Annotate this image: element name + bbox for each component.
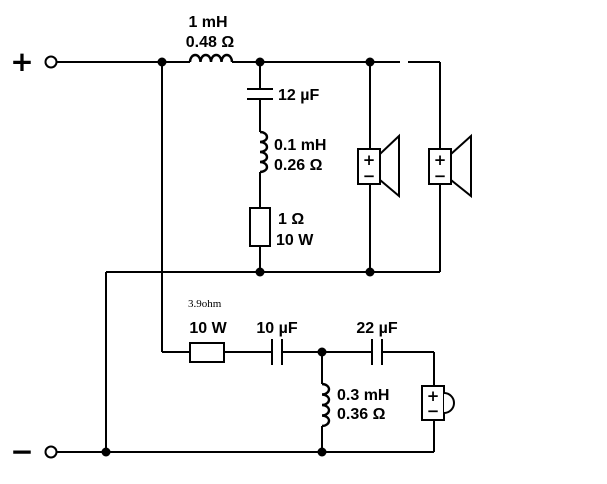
woofer-speaker-1: + −	[357, 133, 400, 199]
woofer-1-minus: −	[363, 167, 376, 185]
notch-inductor-inductance: 0.1 mH	[274, 137, 326, 154]
tweeter-speaker: + −	[421, 385, 455, 421]
notch-inductor-resistance: 0.26 Ω	[274, 157, 323, 174]
woofer-1-plus: +	[363, 151, 376, 169]
positive-terminal: +	[10, 45, 58, 78]
tweeter-capacitor-2: 22 µF	[356, 320, 398, 365]
main-inductor: 1 mH 0.48 Ω	[186, 14, 235, 63]
main-inductor-resistance: 0.48 Ω	[186, 34, 235, 51]
tweeter-plus: +	[427, 387, 440, 405]
tweeter-resistor-power: 10 W	[189, 320, 227, 337]
tweeter-capacitor-1-capacitance: 10 µF	[256, 320, 297, 337]
positive-terminal-symbol: +	[10, 45, 33, 78]
woofer-2-minus: −	[434, 167, 447, 185]
negative-terminal: −	[10, 435, 58, 468]
tweeter-capacitor-1: 10 µF	[256, 320, 298, 365]
tweeter-inductor-inductance: 0.3 mH	[337, 387, 389, 404]
notch-capacitor: 12 µF	[247, 87, 319, 104]
junction-dots	[101, 57, 375, 457]
woofer-2-plus: +	[434, 151, 447, 169]
tweeter-inductor-resistance: 0.36 Ω	[337, 406, 386, 423]
tweeter-resistor: 3.9ohm 10 W	[188, 298, 228, 363]
tweeter-capacitor-2-capacitance: 22 µF	[356, 320, 397, 337]
notch-inductor: 0.1 mH 0.26 Ω	[259, 130, 326, 174]
notch-resistor-resistance: 1 Ω	[278, 211, 304, 228]
woofer-speaker-2: + −	[428, 133, 472, 199]
main-inductor-inductance: 1 mH	[188, 14, 227, 31]
tweeter-inductor: 0.3 mH 0.36 Ω	[321, 382, 389, 428]
tweeter-resistor-note: 3.9ohm	[188, 298, 222, 310]
tweeter-minus: −	[427, 402, 440, 420]
notch-capacitor-capacitance: 12 µF	[278, 87, 319, 104]
notch-resistor-power: 10 W	[276, 232, 314, 249]
notch-resistor: 1 Ω 10 W	[249, 207, 314, 249]
negative-terminal-symbol: −	[10, 435, 33, 468]
